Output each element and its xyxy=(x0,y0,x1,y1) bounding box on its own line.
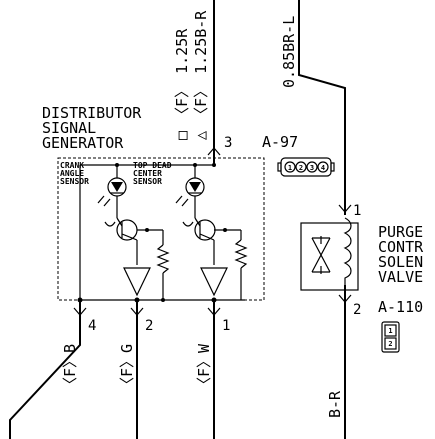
pin-3-label: 3 xyxy=(224,135,232,151)
distributor-title-line2: SIGNAL xyxy=(42,119,96,137)
tdc-sensor-label-2: CENTER xyxy=(133,169,162,178)
valve-pin-2-label: 2 xyxy=(353,302,361,318)
wire-label-1-25r: □ 〈F〉 1.25R xyxy=(173,28,191,140)
crank-light-arrows xyxy=(97,195,111,207)
crank-sensor-label-1: CRANK xyxy=(60,161,84,170)
tdc-resistor-icon xyxy=(234,239,248,269)
pin-1-label: 1 xyxy=(222,318,230,334)
pin-2-label: 2 xyxy=(145,318,153,334)
valve-pin1-arrow-icon xyxy=(338,204,352,213)
wire-label-f-g: 〈F〉G xyxy=(118,344,136,392)
tdc-light-arrows xyxy=(175,195,189,207)
a97-connector-label: A-97 xyxy=(262,133,298,151)
valve-pin-1-label: 1 xyxy=(353,203,361,219)
wire-label-1-25b-r: △ 〈F〉 1.25B-R xyxy=(192,10,210,140)
a110-connector-icon xyxy=(381,321,400,353)
a97-pin-2: 2 xyxy=(299,164,303,172)
wire-label-0-85br-l: 0.85BR-L xyxy=(280,16,298,88)
a97-pin-1: 1 xyxy=(288,164,292,172)
valve-pin2-arrow-icon xyxy=(338,294,352,303)
purge-valve-label-2: CONTR xyxy=(378,238,424,256)
crank-sensor-label-2: ANGLE xyxy=(60,169,84,178)
purge-valve-label-4: VALVE xyxy=(378,268,423,286)
pin2-arrow-icon xyxy=(130,307,144,316)
wire-label-f-b: 〈F〉B xyxy=(61,344,79,392)
wire-pin4 xyxy=(9,300,81,439)
solenoid-coil-icon xyxy=(343,217,352,288)
a110-connector-label: A-110 xyxy=(378,298,423,316)
a110-pin-1: 1 xyxy=(388,327,392,335)
tdc-amplifier-icon xyxy=(200,267,228,297)
a97-pin-4: 4 xyxy=(321,164,325,172)
crank-sensor-label-3: SENSOR xyxy=(60,177,89,186)
pin-4-label: 4 xyxy=(88,318,96,334)
purge-valve-label-3: SOLEN xyxy=(378,253,423,271)
pin3-arrow-icon xyxy=(207,147,221,156)
wire-label-b-r: B-R xyxy=(326,390,344,418)
pin4-arrow-icon xyxy=(73,307,87,316)
distributor-title-line1: DISTRIBUTOR xyxy=(42,104,142,122)
pin1-arrow-icon xyxy=(207,307,221,316)
crank-resistor-icon xyxy=(156,244,170,274)
wire-label-f-w: 〈F〉W xyxy=(195,343,213,392)
wire-purge-top xyxy=(298,0,346,215)
distributor-title-line3: GENERATOR xyxy=(42,134,124,152)
a110-pin-2: 2 xyxy=(388,340,392,348)
crank-amplifier-icon xyxy=(123,267,151,297)
purge-valve-label-1: PURGE xyxy=(378,223,423,241)
tdc-sensor-label-3: SENSOR xyxy=(133,177,162,186)
a97-pin-3: 3 xyxy=(310,164,314,172)
tdc-sensor-label-1: TOP DEAD xyxy=(133,161,172,170)
purge-valve-box xyxy=(300,222,359,291)
